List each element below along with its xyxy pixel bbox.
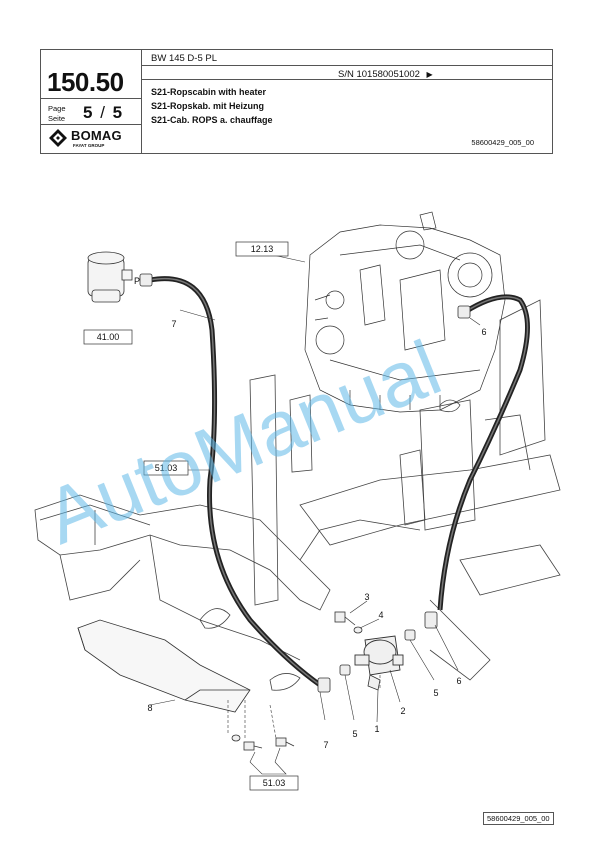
bomag-diamond-icon (49, 129, 67, 147)
footer-drawing-reference: 58600429_005_00 (483, 812, 554, 825)
mounting-bolts (231, 734, 295, 751)
logo-text: BOMAG (71, 128, 122, 143)
title-block-rule (141, 65, 552, 66)
page-label-en: Page (48, 104, 66, 113)
callout-5b: 5 (433, 688, 438, 698)
title-block-rule (141, 79, 552, 80)
drawing-reference: 58600429_005_00 (471, 138, 534, 147)
callout-7: 7 (171, 319, 176, 329)
reference-label: 51.03 (155, 463, 178, 473)
serial-number: 101580051002 (356, 69, 420, 80)
title-block: 150.50 Page Seite 5 / 5 BOMAG FAYAT GROU… (40, 49, 553, 154)
reference-box-51-03: 51.03 (143, 460, 189, 476)
cover-plate (77, 619, 251, 713)
callout-4: 4 (378, 610, 383, 620)
page-separator: / (100, 103, 105, 122)
hydraulic-pump (87, 251, 133, 303)
title-en: S21-Ropscabin with heater (151, 87, 267, 97)
title-de: S21-Ropskab. mit Heizung (151, 101, 265, 111)
bomag-logo: BOMAG FAYAT GROUP (47, 128, 133, 150)
sheet-number: 150.50 (47, 67, 124, 97)
reference-label: 12.13 (251, 244, 274, 254)
machine-frame (34, 299, 561, 691)
title-block-rule (41, 98, 141, 99)
engine-assembly (304, 211, 506, 413)
callout-3: 3 (364, 592, 369, 602)
callout-1: 1 (374, 724, 379, 734)
page-label: Page Seite (48, 104, 66, 124)
logo-subtext: FAYAT GROUP (73, 143, 105, 148)
reference-box-12-13: 12.13 (235, 241, 289, 257)
serial-prefix: S/N (338, 69, 354, 80)
heater-valve (354, 635, 404, 676)
callout-6: 6 (456, 676, 461, 686)
callout-7b: 7 (323, 740, 328, 750)
reference-box-41-00: 41.00 (83, 329, 133, 345)
hose-7 (149, 276, 322, 688)
page-total: 5 (112, 103, 123, 122)
reference-box-51-03-lower: 51.03 (249, 775, 299, 791)
callout-8: 8 (147, 703, 152, 713)
machine-model: BW 145 D-5 PL (151, 53, 217, 64)
serial-arrow-icon: ▶ (426, 70, 433, 79)
title-fr: S21-Cab. ROPS a. chauffage (151, 115, 273, 125)
leader-fork (249, 761, 287, 775)
page-current: 5 (83, 103, 93, 122)
hose-6 (437, 294, 530, 611)
callout-6b: 6 (481, 327, 486, 337)
assembly-lines (227, 675, 381, 740)
callout-5: 5 (352, 729, 357, 739)
title-block-rule (41, 124, 141, 125)
reference-label: 51.03 (263, 778, 286, 788)
callout-2: 2 (400, 706, 405, 716)
bolt-and-washer (334, 611, 363, 634)
page-number: 5 / 5 (83, 103, 122, 123)
page-label-de: Seite (48, 114, 66, 123)
port-label: P (134, 276, 140, 286)
hose-fittings (139, 273, 471, 693)
valve-bracket (367, 674, 381, 691)
serial-number-line: S/N 101580051002 ▶ (338, 69, 433, 80)
reference-label: 41.00 (97, 332, 120, 342)
title-block-divider (141, 50, 142, 153)
